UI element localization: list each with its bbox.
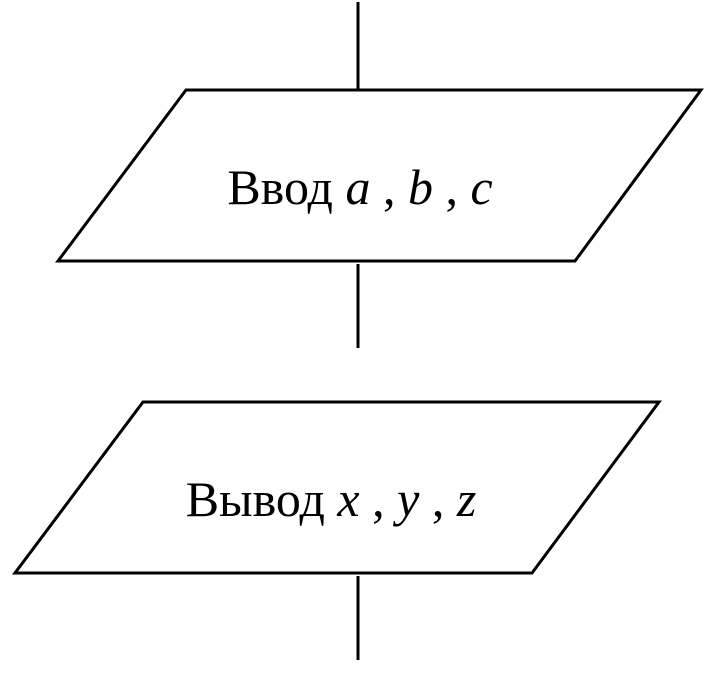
- output-word: Вывод: [186, 471, 325, 527]
- input-var-c: c: [470, 159, 492, 215]
- output-var-x: x: [336, 471, 359, 527]
- output-label: Вывод x , y , z: [186, 471, 477, 527]
- input-label: Ввод a , b , c: [227, 159, 492, 215]
- input-block: Ввод a , b , c: [55, 88, 704, 263]
- output-var-z: z: [456, 471, 476, 527]
- output-parallelogram: [12, 400, 662, 575]
- input-parallelogram: [55, 88, 704, 263]
- input-word: Ввод: [227, 159, 333, 215]
- input-var-b: b: [408, 159, 433, 215]
- output-block: Вывод x , y , z: [12, 400, 662, 575]
- output-var-y: y: [392, 471, 420, 527]
- input-var-a: a: [345, 159, 370, 215]
